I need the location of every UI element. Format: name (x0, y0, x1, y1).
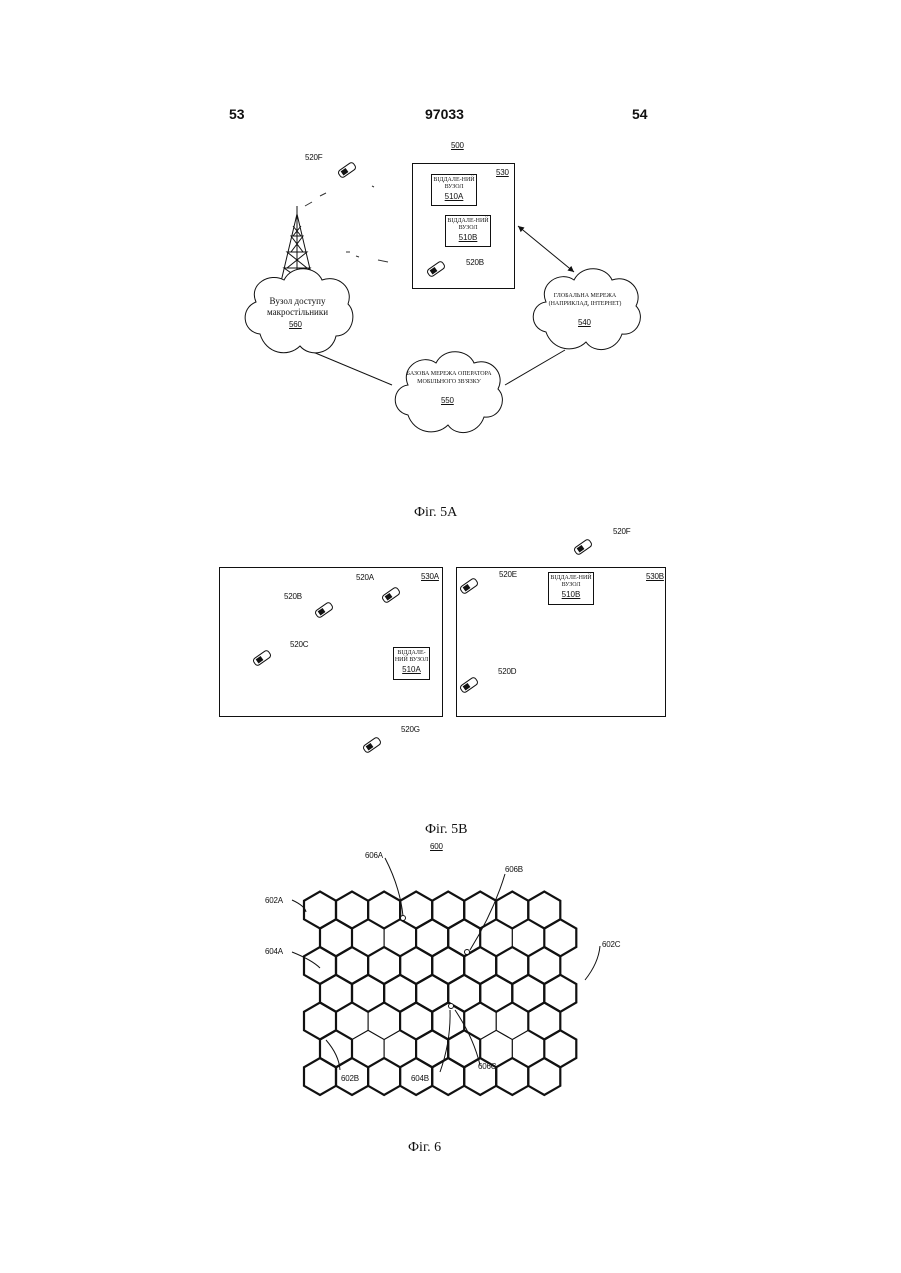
fig6-caption: Фіг. 6 (408, 1140, 441, 1156)
hex-cluster-boundary (496, 1058, 528, 1095)
hex-cluster-boundary (432, 1058, 464, 1095)
hex-cluster-boundary (496, 892, 528, 929)
label-602c: 602C (602, 940, 620, 949)
label-602b: 602B (341, 1074, 359, 1083)
access-point-marker (465, 950, 470, 955)
label-606c: 606C (478, 1062, 496, 1071)
label-604a: 604A (265, 947, 283, 956)
access-point-marker (449, 1004, 454, 1009)
label-604b: 604B (411, 1074, 429, 1083)
hex-cluster-boundary (304, 1058, 336, 1095)
hex-cluster-boundary (368, 892, 400, 929)
leader-line (585, 946, 600, 980)
hex-cluster-boundary (528, 1058, 560, 1095)
leader-line (470, 874, 505, 950)
hex-cluster-boundary (352, 975, 384, 1012)
hex-cluster-boundary (368, 1058, 400, 1095)
access-point-marker (401, 916, 406, 921)
label-606b: 606B (505, 865, 523, 874)
label-602a: 602A (265, 896, 283, 905)
label-606a: 606A (365, 851, 383, 860)
hex-cluster-boundary (480, 975, 512, 1012)
